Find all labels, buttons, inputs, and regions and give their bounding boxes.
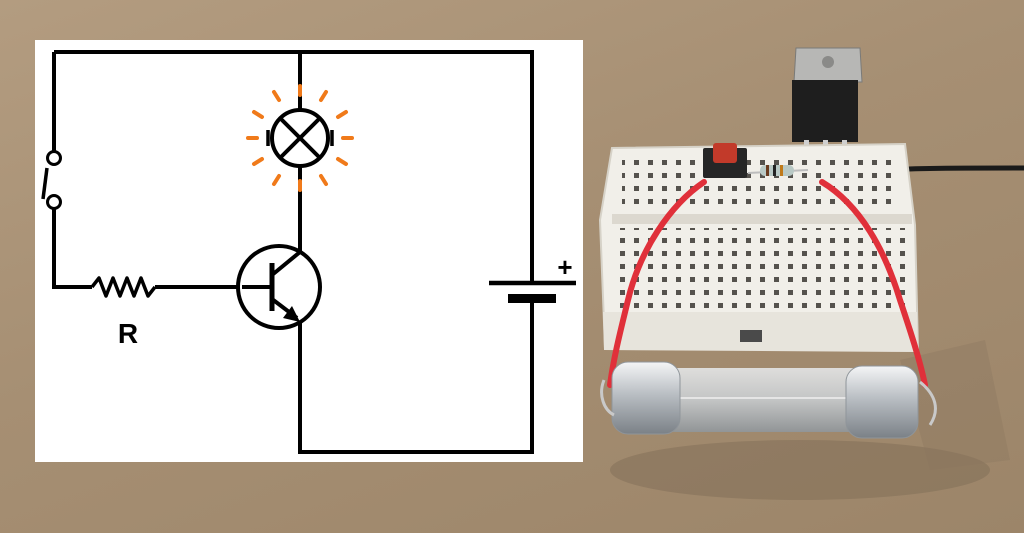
breadboard-photo xyxy=(598,47,1024,500)
battery-plus-label: + xyxy=(557,252,572,282)
battery-symbol: + xyxy=(489,252,576,303)
resistor-label: R xyxy=(118,318,138,349)
shadow xyxy=(610,440,990,500)
emitter-arrow xyxy=(283,306,300,322)
transistor-symbol xyxy=(236,244,322,330)
red-wire-right xyxy=(819,179,928,388)
circuit-wires xyxy=(52,50,534,454)
red-wire-left xyxy=(607,179,707,388)
schematic-background xyxy=(35,40,583,462)
lamp-rays xyxy=(246,84,354,192)
festoon-bulb xyxy=(600,361,937,439)
pushbutton xyxy=(703,143,747,178)
schematic-panel: R xyxy=(35,40,583,462)
resistor-component xyxy=(747,165,809,176)
resistor-symbol xyxy=(90,276,157,298)
switch-symbol xyxy=(41,150,62,210)
lamp-symbol xyxy=(246,84,354,192)
